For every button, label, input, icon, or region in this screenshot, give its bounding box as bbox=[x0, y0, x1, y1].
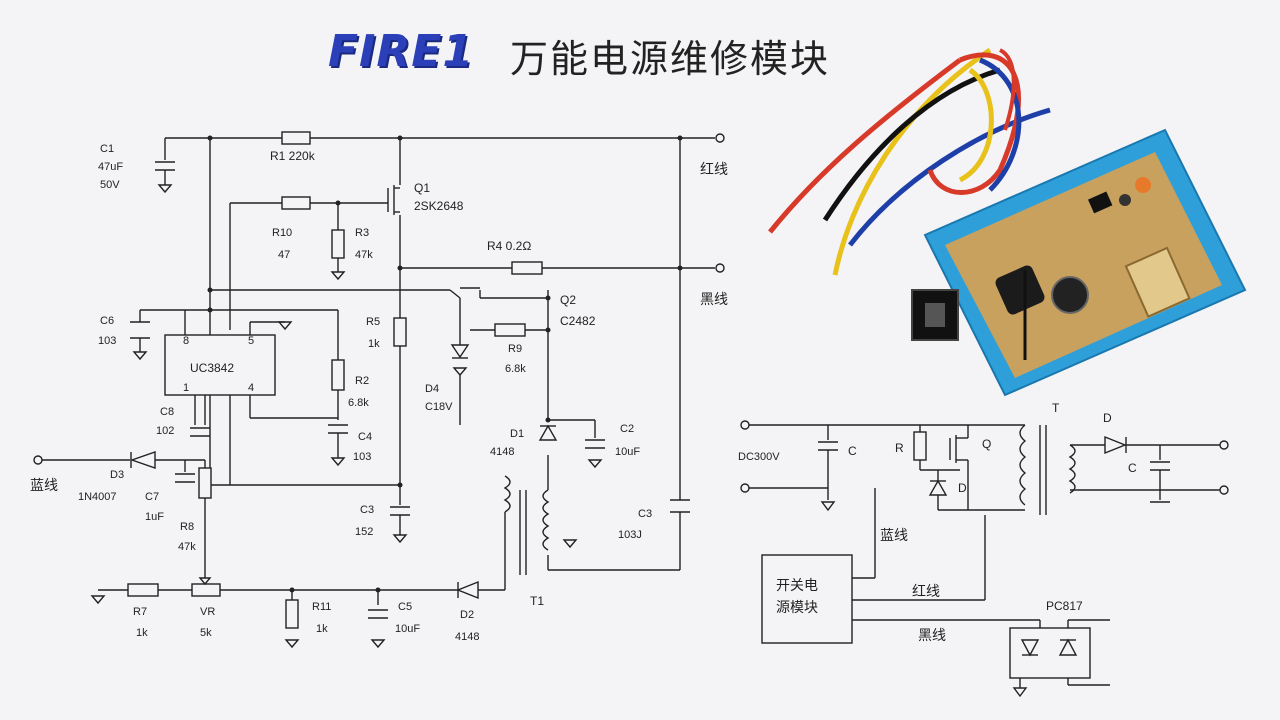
terminal-red bbox=[715, 133, 725, 143]
block-t-label: T bbox=[1052, 401, 1060, 415]
block-r-label: R bbox=[895, 441, 904, 455]
r5-label: R5 bbox=[366, 316, 380, 328]
module-label-2: 源模块 bbox=[776, 600, 818, 616]
c3a-value: 152 bbox=[355, 526, 373, 538]
c7-value: 1uF bbox=[145, 511, 164, 523]
r9-value: 6.8k bbox=[505, 363, 526, 375]
q2-part: C2482 bbox=[560, 314, 596, 328]
block-q-label: Q bbox=[982, 437, 991, 451]
vr-value: 5k bbox=[200, 627, 212, 639]
r3-value: 47k bbox=[355, 249, 373, 261]
r5-value: 1k bbox=[368, 338, 380, 350]
block-blue-wire: 蓝线 bbox=[880, 528, 908, 544]
brand-logo: FIRE1 bbox=[328, 26, 474, 77]
page-title: 万能电源维修模块 bbox=[510, 37, 831, 81]
c3b-label: C3 bbox=[638, 508, 652, 520]
r8-label: R8 bbox=[180, 521, 194, 533]
r11-label: R11 bbox=[312, 601, 331, 613]
d2-value: 4148 bbox=[455, 631, 479, 643]
block-diagram: DC300V C R Q D T D C 开关电 源模块 蓝线 红线 黑线 PC… bbox=[738, 401, 1229, 698]
block-red-wire: 红线 bbox=[912, 584, 940, 600]
zd-value: C18V bbox=[425, 401, 453, 413]
c3b-value: 103J bbox=[618, 529, 642, 541]
d3-value: 1N4007 bbox=[78, 491, 117, 503]
c2-label: C2 bbox=[620, 423, 634, 435]
blue-wire-label: 蓝线 bbox=[30, 478, 58, 494]
block-c-label: C bbox=[848, 444, 857, 458]
component-symbols bbox=[90, 131, 690, 649]
r11-value: 1k bbox=[316, 623, 328, 635]
block-black-wire: 黑线 bbox=[918, 628, 946, 644]
c1-value: 47uF bbox=[98, 161, 123, 173]
dc-label: DC300V bbox=[738, 451, 780, 463]
c5-value: 10uF bbox=[395, 623, 420, 635]
d3-label: D3 bbox=[110, 469, 124, 481]
r2-label: R2 bbox=[355, 375, 369, 387]
c5-label: C5 bbox=[398, 601, 412, 613]
q1-label: Q1 bbox=[414, 181, 430, 195]
c6-value: 103 bbox=[98, 335, 116, 347]
r3-label: R3 bbox=[355, 227, 369, 239]
r2-value: 6.8k bbox=[348, 397, 369, 409]
block-d-label: D bbox=[958, 481, 967, 495]
r1-label: R1 220k bbox=[270, 149, 316, 163]
d1-label: D1 bbox=[510, 428, 524, 440]
switch-power-module-block bbox=[761, 554, 853, 644]
r10-label: R10 bbox=[272, 227, 292, 239]
c8-label: C8 bbox=[160, 406, 174, 418]
r8-value: 47k bbox=[178, 541, 196, 553]
black-wire-label: 黑线 bbox=[700, 292, 728, 308]
main-schematic-labels: C1 47uF 50V R1 220k Q1 2SK2648 R10 47 R3… bbox=[30, 143, 728, 643]
optocoupler bbox=[1009, 627, 1091, 679]
r4-label: R4 0.2Ω bbox=[487, 239, 531, 253]
q2-label: Q2 bbox=[560, 293, 576, 307]
c7-label: C7 bbox=[145, 491, 159, 503]
r7-value: 1k bbox=[136, 627, 148, 639]
d1-value: 4148 bbox=[490, 446, 514, 458]
block-cout-label: C bbox=[1128, 461, 1137, 475]
r10-value: 47 bbox=[278, 249, 290, 261]
ic-label: UC3842 bbox=[190, 361, 234, 375]
c2-value: 10uF bbox=[615, 446, 640, 458]
ic-pin: 1 bbox=[183, 382, 189, 394]
block-dout-label: D bbox=[1103, 411, 1112, 425]
d2-label: D2 bbox=[460, 609, 474, 621]
c4-label: C4 bbox=[358, 431, 372, 443]
red-wire-label: 红线 bbox=[700, 162, 728, 178]
c4-value: 103 bbox=[353, 451, 371, 463]
uc3842-ic bbox=[164, 334, 276, 396]
q1-part: 2SK2648 bbox=[414, 199, 464, 213]
vr-label: VR bbox=[200, 606, 215, 618]
ic-pin: 8 bbox=[183, 335, 189, 347]
c1-label: C1 bbox=[100, 143, 114, 155]
ic-pin: 4 bbox=[248, 382, 254, 394]
c8-value: 102 bbox=[156, 425, 174, 437]
module-label-1: 开关电 bbox=[776, 578, 818, 594]
zd-label: D4 bbox=[425, 383, 439, 395]
c1-voltage: 50V bbox=[100, 179, 120, 191]
r9-label: R9 bbox=[508, 343, 522, 355]
r7-label: R7 bbox=[133, 606, 147, 618]
c6-label: C6 bbox=[100, 315, 114, 327]
ic-pin: 5 bbox=[248, 335, 254, 347]
terminal-blue bbox=[33, 455, 43, 465]
terminal-black bbox=[715, 263, 725, 273]
c3a-label: C3 bbox=[360, 504, 374, 516]
t1-label: T1 bbox=[530, 594, 544, 608]
module-photo bbox=[768, 47, 1247, 397]
optocoupler-label: PC817 bbox=[1046, 599, 1083, 613]
